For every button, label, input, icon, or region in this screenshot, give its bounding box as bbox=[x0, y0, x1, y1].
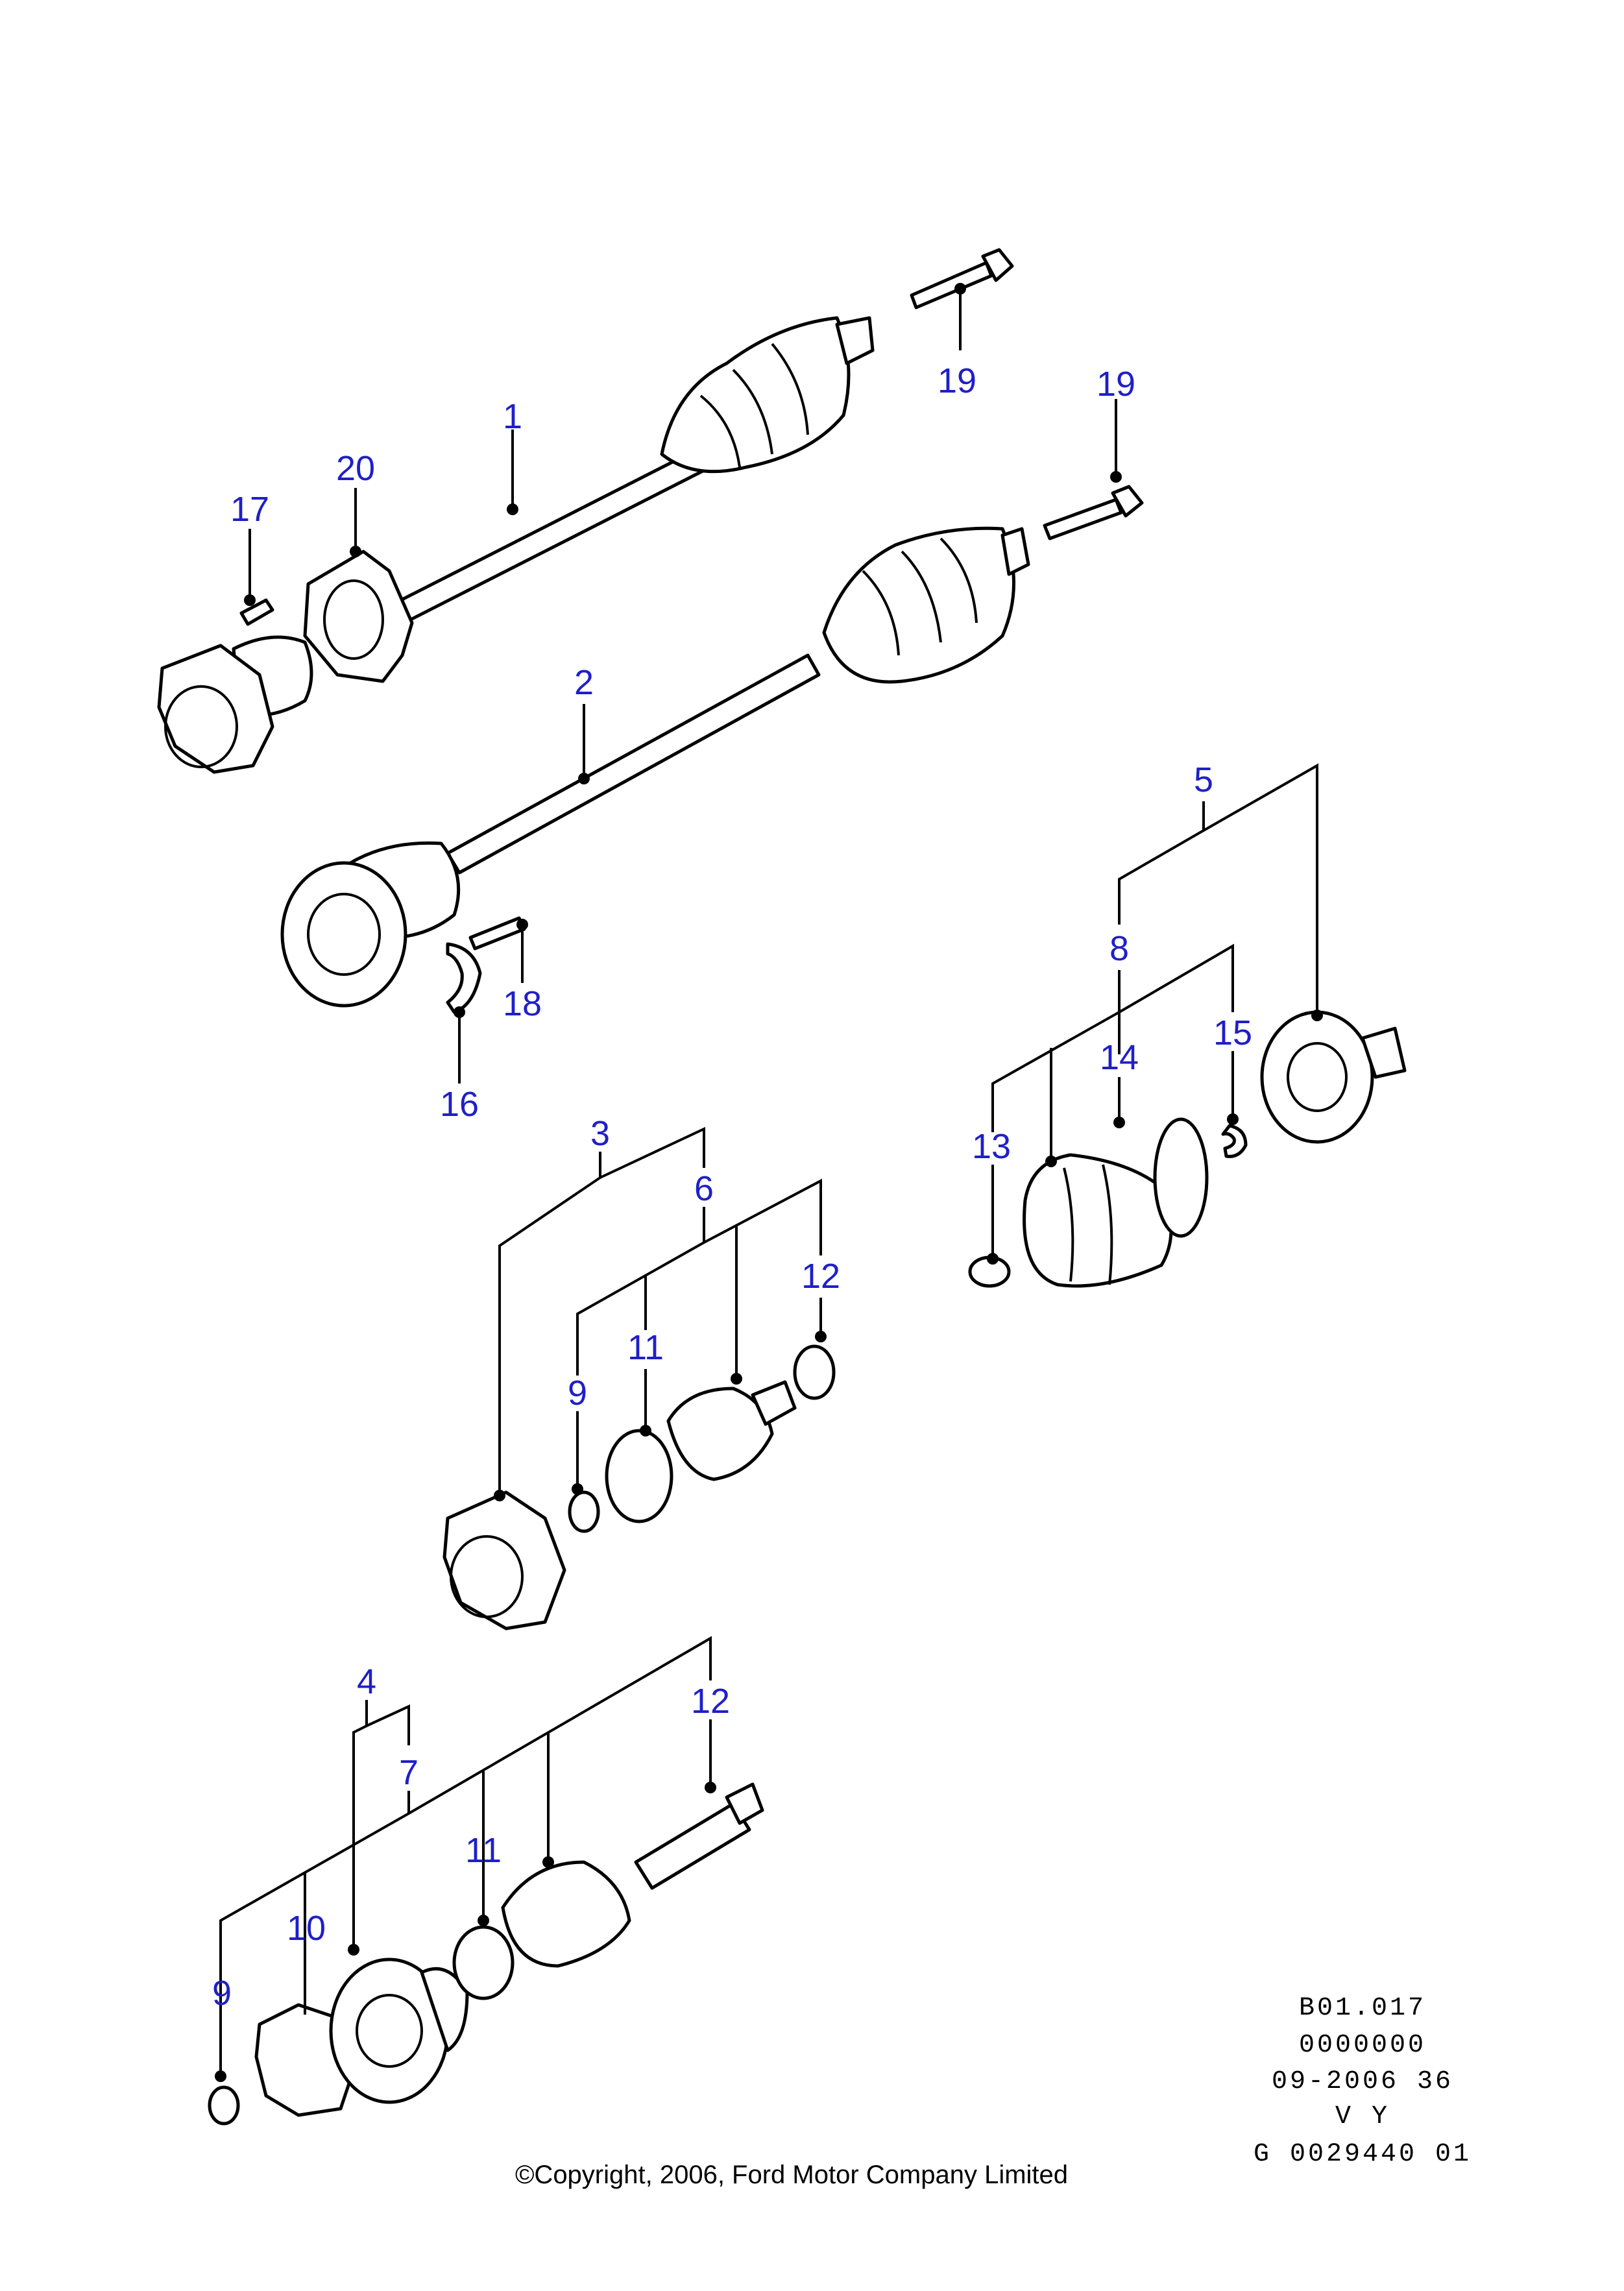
driveshaft-1 bbox=[157, 248, 1014, 774]
callout-labels: 1 20 17 19 19 2 18 16 5 8 14 15 13 3 6 1… bbox=[212, 361, 1252, 2013]
callout-3: 3 bbox=[590, 1114, 610, 1153]
reference-line-1: B01.017 bbox=[1299, 1994, 1426, 2023]
callout-11-middle: 11 bbox=[627, 1328, 664, 1367]
joint-kit-3 bbox=[442, 1344, 836, 1630]
reference-line-3: 09-2006 36 bbox=[1272, 2067, 1453, 2096]
callout-14: 14 bbox=[1100, 1038, 1139, 1077]
callout-2: 2 bbox=[574, 663, 594, 702]
callout-12-bottom: 12 bbox=[691, 1682, 730, 1721]
callout-7: 7 bbox=[399, 1753, 418, 1792]
reference-line-2: 0000000 bbox=[1299, 2031, 1426, 2060]
joint-kit-4 bbox=[208, 1782, 764, 2126]
callout-6: 6 bbox=[694, 1169, 714, 1208]
callout-9-bottom: 9 bbox=[212, 1974, 232, 2013]
copyright-notice: ©Copyright, 2006, Ford Motor Company Lim… bbox=[515, 2161, 1068, 2189]
callout-1: 1 bbox=[503, 397, 522, 436]
callout-19-right: 19 bbox=[1097, 365, 1135, 404]
callout-9-middle: 9 bbox=[568, 1374, 587, 1412]
callout-17: 17 bbox=[230, 490, 269, 529]
callout-18: 18 bbox=[503, 984, 542, 1023]
callout-10: 10 bbox=[287, 1909, 326, 1948]
callout-19-top: 19 bbox=[938, 361, 976, 400]
callout-13: 13 bbox=[972, 1127, 1011, 1166]
reference-line-5: G 0029440 01 bbox=[1254, 2140, 1472, 2169]
callout-16: 16 bbox=[440, 1085, 479, 1124]
callout-5: 5 bbox=[1194, 760, 1213, 799]
callout-15: 15 bbox=[1213, 1013, 1252, 1052]
callout-4: 4 bbox=[357, 1662, 376, 1701]
callout-11-bottom: 11 bbox=[465, 1831, 502, 1870]
reference-block: B01.017 0000000 09-2006 36 V Y G 0029440… bbox=[1254, 1994, 1472, 2169]
callout-20: 20 bbox=[336, 449, 375, 488]
driveshaft-2 bbox=[280, 485, 1144, 1014]
callout-12-middle: 12 bbox=[801, 1257, 840, 1296]
callout-8: 8 bbox=[1109, 929, 1129, 968]
joint-kit-5 bbox=[968, 1010, 1407, 1288]
leader-lines bbox=[215, 283, 1323, 2082]
reference-line-4: V Y bbox=[1335, 2102, 1390, 2131]
